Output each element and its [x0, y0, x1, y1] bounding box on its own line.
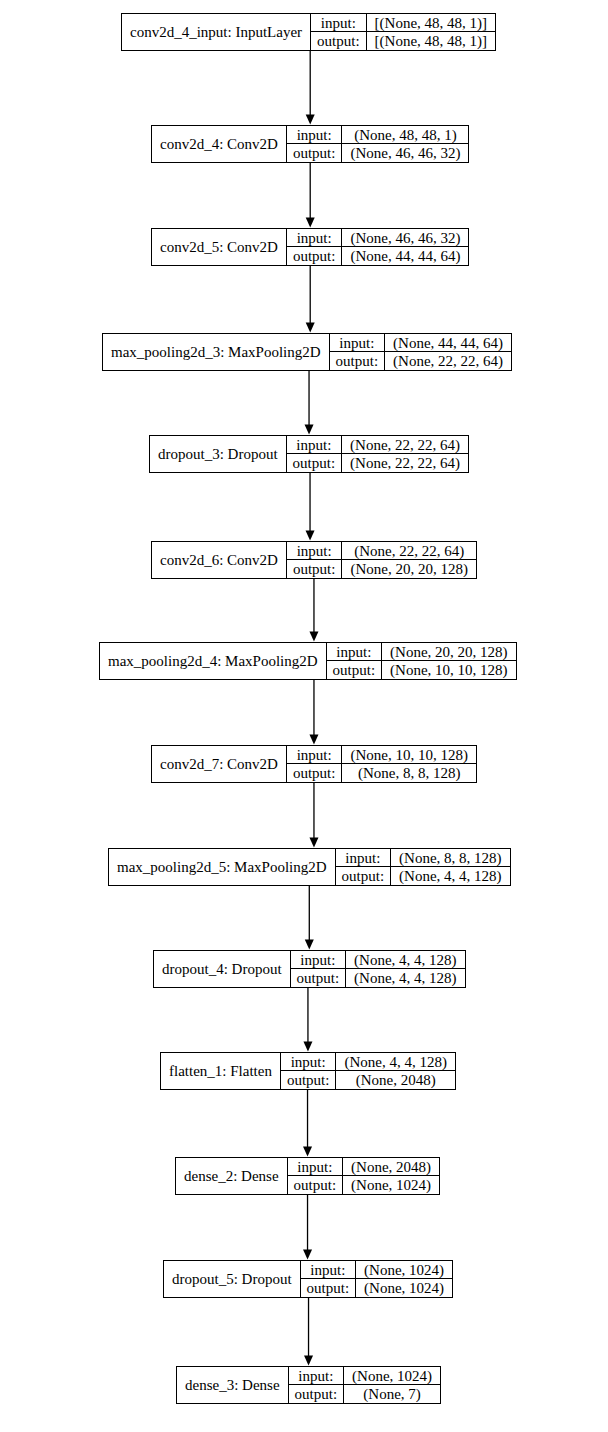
port-label: output:: [287, 454, 343, 472]
shape-value: (None, 1024): [344, 1367, 440, 1385]
port-label: input:: [281, 1053, 337, 1071]
port-label: input:: [301, 1261, 357, 1279]
layer-box: dense_2: Denseinput:(None, 2048)output:(…: [175, 1157, 440, 1195]
flow-arrow: [303, 1090, 312, 1157]
flow-arrow: [304, 1298, 313, 1366]
layer-box: dropout_3: Dropoutinput:(None, 22, 22, 6…: [149, 435, 469, 473]
shape-value: (None, 1024): [343, 1176, 439, 1194]
layer-name: dense_3: Dense: [177, 1367, 289, 1403]
shape-value: (None, 22, 22, 64): [342, 542, 475, 560]
shape-value: (None, 44, 44, 64): [342, 247, 468, 265]
layer-box: conv2d_4_input: InputLayerinput:[(None, …: [121, 13, 496, 51]
port-label: output:: [287, 247, 343, 265]
shape-value: (None, 1024): [356, 1279, 452, 1297]
port-label: input:: [288, 1158, 344, 1176]
layer-name: flatten_1: Flatten: [161, 1053, 281, 1089]
port-label: output:: [287, 560, 343, 578]
shape-value: (None, 4, 4, 128): [391, 867, 509, 885]
shape-value: (None, 2048): [343, 1158, 439, 1176]
shape-value: (None, 22, 22, 64): [385, 352, 511, 370]
port-label: output:: [301, 1279, 357, 1297]
shape-value: [(None, 48, 48, 1)]: [367, 32, 495, 50]
shape-value: (None, 7): [344, 1385, 440, 1403]
shape-value: (None, 10, 10, 128): [382, 661, 515, 679]
layer-name: dense_2: Dense: [176, 1158, 288, 1194]
layer-box: conv2d_7: Conv2Dinput:(None, 10, 10, 128…: [151, 745, 477, 783]
port-label: output:: [287, 764, 343, 782]
port-label: input:: [311, 14, 367, 32]
flow-arrow: [309, 579, 318, 642]
layer-name: conv2d_6: Conv2D: [152, 542, 287, 578]
layer-box: dense_3: Denseinput:(None, 1024)output:(…: [176, 1366, 441, 1404]
layer-name: conv2d_4: Conv2D: [152, 126, 287, 162]
flow-arrow: [305, 886, 314, 950]
port-label: input:: [287, 126, 343, 144]
shape-value: (None, 20, 20, 128): [342, 560, 475, 578]
layer-box: max_pooling2d_4: MaxPooling2Dinput:(None…: [99, 642, 517, 680]
port-label: input:: [336, 849, 392, 867]
layer-name: dropout_5: Dropout: [164, 1261, 301, 1297]
flow-arrow: [303, 988, 312, 1052]
flow-arrow: [309, 783, 318, 848]
port-label: output:: [281, 1071, 337, 1089]
layer-box: max_pooling2d_3: MaxPooling2Dinput:(None…: [102, 333, 512, 371]
layer-name: dropout_4: Dropout: [154, 951, 291, 987]
layer-box: conv2d_6: Conv2Dinput:(None, 22, 22, 64)…: [151, 541, 477, 579]
shape-value: (None, 20, 20, 128): [382, 643, 515, 661]
layer-box: flatten_1: Flatteninput:(None, 4, 4, 128…: [160, 1052, 456, 1090]
layer-name: max_pooling2d_3: MaxPooling2D: [103, 334, 330, 370]
port-label: output:: [288, 1176, 344, 1194]
layer-name: dropout_3: Dropout: [150, 436, 287, 472]
flow-arrow: [306, 266, 315, 333]
shape-value: (None, 8, 8, 128): [342, 764, 475, 782]
shape-value: (None, 2048): [336, 1071, 454, 1089]
flow-arrow: [309, 680, 318, 745]
flow-arrow: [303, 1195, 312, 1260]
shape-value: (None, 48, 48, 1): [342, 126, 468, 144]
layer-name: conv2d_4_input: InputLayer: [122, 14, 311, 50]
port-label: input:: [287, 542, 343, 560]
shape-value: (None, 10, 10, 128): [342, 746, 475, 764]
layer-box: max_pooling2d_5: MaxPooling2Dinput:(None…: [108, 848, 511, 886]
layer-name: conv2d_5: Conv2D: [152, 229, 287, 265]
port-label: input:: [330, 334, 386, 352]
layer-name: conv2d_7: Conv2D: [152, 746, 287, 782]
flow-arrow: [305, 371, 314, 435]
port-label: input:: [287, 436, 343, 454]
shape-value: (None, 22, 22, 64): [342, 436, 468, 454]
port-label: input:: [289, 1367, 345, 1385]
port-label: output:: [330, 352, 386, 370]
port-label: output:: [289, 1385, 345, 1403]
flow-arrow: [306, 51, 315, 125]
shape-value: (None, 4, 4, 128): [346, 969, 464, 987]
shape-value: (None, 1024): [356, 1261, 452, 1279]
shape-value: (None, 22, 22, 64): [342, 454, 468, 472]
port-label: output:: [311, 32, 367, 50]
shape-value: (None, 8, 8, 128): [391, 849, 509, 867]
port-label: input:: [287, 229, 343, 247]
port-label: output:: [291, 969, 347, 987]
shape-value: (None, 4, 4, 128): [336, 1053, 454, 1071]
shape-value: (None, 4, 4, 128): [346, 951, 464, 969]
port-label: output:: [336, 867, 392, 885]
port-label: output:: [287, 144, 343, 162]
shape-value: (None, 46, 46, 32): [342, 229, 468, 247]
shape-value: (None, 46, 46, 32): [342, 144, 468, 162]
port-label: input:: [291, 951, 347, 969]
flow-arrow: [306, 163, 315, 228]
layer-name: max_pooling2d_5: MaxPooling2D: [109, 849, 336, 885]
shape-value: (None, 44, 44, 64): [385, 334, 511, 352]
layer-box: conv2d_4: Conv2Dinput:(None, 48, 48, 1)o…: [151, 125, 469, 163]
layer-box: dropout_4: Dropoutinput:(None, 4, 4, 128…: [153, 950, 466, 988]
port-label: input:: [287, 746, 343, 764]
layer-name: max_pooling2d_4: MaxPooling2D: [100, 643, 327, 679]
port-label: output:: [327, 661, 383, 679]
layer-box: dropout_5: Dropoutinput:(None, 1024)outp…: [163, 1260, 453, 1298]
layer-box: conv2d_5: Conv2Dinput:(None, 46, 46, 32)…: [151, 228, 469, 266]
flow-arrow: [306, 473, 315, 541]
shape-value: [(None, 48, 48, 1)]: [367, 14, 495, 32]
port-label: input:: [327, 643, 383, 661]
